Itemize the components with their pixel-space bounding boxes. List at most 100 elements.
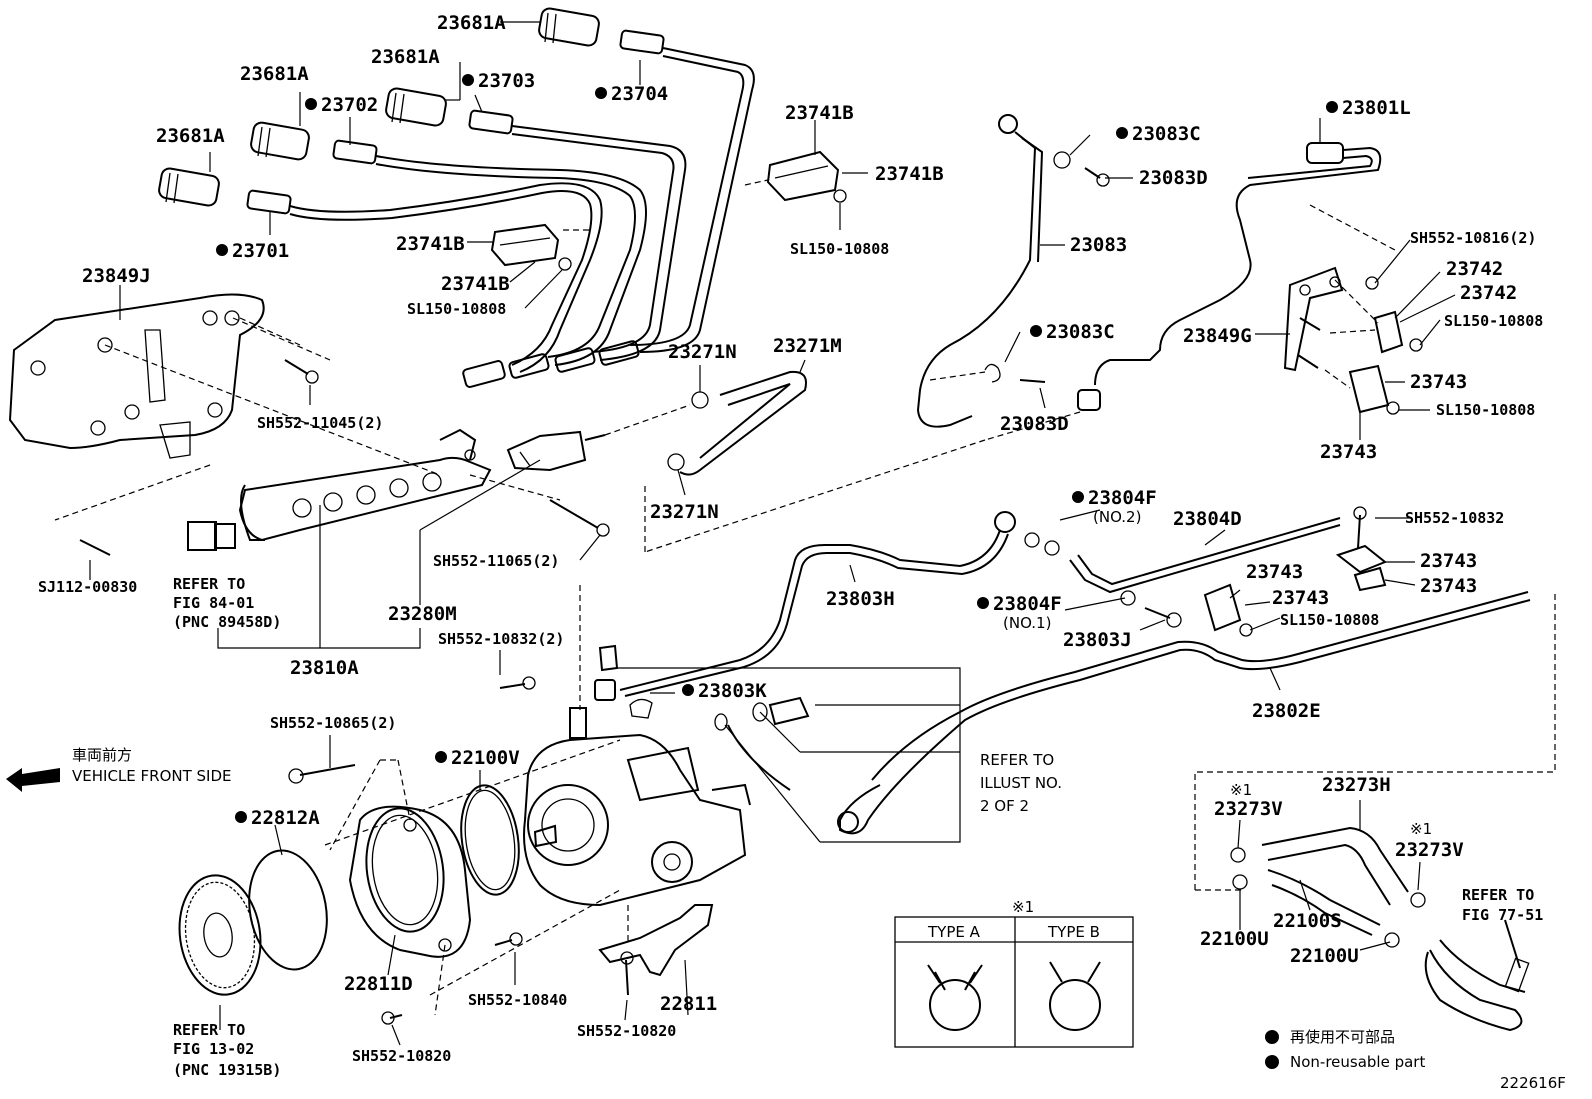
supply-pump	[523, 644, 751, 907]
label-23741B-b: 23741B	[875, 163, 944, 185]
label-22100V: 22100V	[451, 747, 520, 769]
label-23803J: 23803J	[1063, 629, 1132, 651]
label-23083: 23083	[1070, 234, 1127, 256]
flange-22811D	[348, 805, 472, 958]
label-22812A: 22812A	[251, 807, 320, 829]
label-23741B-c: 23741B	[396, 233, 465, 255]
label-23681A-d: 23681A	[156, 125, 225, 147]
label-23703: 23703	[478, 70, 535, 92]
label-23704: 23704	[611, 83, 668, 105]
label-SH552-10832: SH552-10832	[1405, 509, 1504, 527]
label-23849J: 23849J	[82, 265, 151, 287]
label-23803K: 23803K	[698, 680, 767, 702]
label-note1-c: ※1	[1012, 898, 1034, 916]
nonreusable-dot	[1030, 325, 1042, 337]
label-23273V-b: 23273V	[1395, 839, 1464, 861]
label-note1-a: ※1	[1230, 781, 1252, 799]
label-SL150-10808-a: SL150-10808	[790, 240, 889, 258]
type-a-label: TYPE A	[927, 923, 981, 941]
nonreusable-dot	[305, 98, 317, 110]
label-23742-b: 23742	[1460, 282, 1517, 304]
label-SH552-10816: SH552-10816(2)	[1410, 229, 1536, 247]
label-22811: 22811	[660, 993, 717, 1015]
leader-lines	[89, 21, 1456, 1046]
label-23083C-b: 23083C	[1046, 321, 1115, 343]
label-23801L: 23801L	[1342, 97, 1411, 119]
front-label-en: VEHICLE FRONT SIDE	[72, 767, 232, 785]
pipe-23804D	[1069, 517, 1387, 632]
label-SJ112-00830: SJ112-00830	[38, 578, 137, 596]
label-23743-b: 23743	[1320, 441, 1377, 463]
label-SL150-10808-b: SL150-10808	[407, 300, 506, 318]
nonreusable-dot	[595, 87, 607, 99]
ref-fig1302-line2: FIG 13-02	[173, 1040, 254, 1058]
nonreusable-dot	[216, 244, 228, 256]
pipe-23801L	[984, 142, 1382, 441]
references: REFER TO FIG 84-01 (PNC 89458D) REFER TO…	[173, 575, 1543, 1079]
label-23741B-d: 23741B	[441, 273, 510, 295]
label-23701: 23701	[232, 240, 289, 262]
label-23280M: 23280M	[388, 603, 457, 625]
label-23271N-b: 23271N	[650, 501, 719, 523]
illust-leader	[615, 667, 961, 843]
type-b-label: TYPE B	[1047, 923, 1100, 941]
label-23273H: 23273H	[1322, 774, 1391, 796]
label-23271M: 23271M	[773, 335, 842, 357]
nonreusable-dot	[462, 74, 474, 86]
common-rail	[238, 428, 492, 542]
nonreusable-dot	[1116, 127, 1128, 139]
nonreusable-dot	[977, 597, 989, 609]
label-23271N-a: 23271N	[668, 341, 737, 363]
ref-illust-line1: REFER TO	[980, 751, 1054, 769]
nonreusable-dot	[682, 684, 694, 696]
label-SH552-10820-b: SH552-10820	[577, 1022, 676, 1040]
nonreusable-dot	[1326, 101, 1338, 113]
label-22811D: 22811D	[344, 973, 413, 995]
label-23083D-b: 23083D	[1000, 413, 1069, 435]
label-23802E: 23802E	[1252, 700, 1321, 722]
ref-fig7751-line1: REFER TO	[1462, 886, 1534, 904]
label-22100U-a: 22100U	[1200, 928, 1269, 950]
label-SH552-10865: SH552-10865(2)	[270, 714, 396, 732]
return-hose	[604, 370, 807, 476]
return-hoses-lower-right	[1194, 590, 1556, 1032]
pressure-sensor	[187, 521, 236, 551]
front-arrow-icon	[6, 768, 60, 792]
ref-fig8401-line2: FIG 84-01	[173, 594, 254, 612]
label-23804F-no1: 23804F	[993, 593, 1062, 615]
label-23743-d: 23743	[1246, 561, 1303, 583]
bolts	[79, 276, 1423, 1025]
label-23273V-a: 23273V	[1214, 798, 1283, 820]
label-23681A-b: 23681A	[371, 46, 440, 68]
clip-type-box	[894, 916, 1134, 1048]
label-note1-b: ※1	[1410, 820, 1432, 838]
label-23849G: 23849G	[1183, 325, 1252, 347]
front-label-jp: 車両前方	[72, 746, 132, 764]
label-23743-e: 23743	[1420, 575, 1477, 597]
part-labels: 23681A 23681A 23681A 23681A 23703 23704 …	[38, 12, 1543, 1065]
label-23804F-no2: 23804F	[1088, 487, 1157, 509]
label-no1: (NO.1)	[1003, 614, 1051, 632]
label-no2: (NO.2)	[1093, 508, 1141, 526]
label-23702: 23702	[321, 94, 378, 116]
legend-en: Non-reusable part	[1290, 1053, 1425, 1071]
label-SH552-11045: SH552-11045(2)	[257, 414, 383, 432]
legend-dot-icon	[1265, 1055, 1279, 1069]
label-23743-f: 23743	[1272, 587, 1329, 609]
pipe-23083	[644, 114, 1110, 553]
label-23743-a: 23743	[1410, 371, 1467, 393]
label-23741B-a: 23741B	[785, 102, 854, 124]
legend-dot-icon	[1265, 1030, 1279, 1044]
pipe-23803H	[619, 511, 1060, 697]
legend-jp: 再使用不可部品	[1290, 1028, 1395, 1046]
label-SL150-10808-e: SL150-10808	[1280, 611, 1379, 629]
label-SH552-11065: SH552-11065(2)	[433, 552, 559, 570]
pressure-limiter	[506, 430, 606, 472]
label-SH552-10832-2: SH552-10832(2)	[438, 630, 564, 648]
label-SH552-10820-a: SH552-10820	[352, 1047, 451, 1065]
label-23083C-a: 23083C	[1132, 123, 1201, 145]
label-23804D: 23804D	[1173, 508, 1242, 530]
label-23742-a: 23742	[1446, 258, 1503, 280]
ref-illust-line3: 2 OF 2	[980, 797, 1029, 815]
